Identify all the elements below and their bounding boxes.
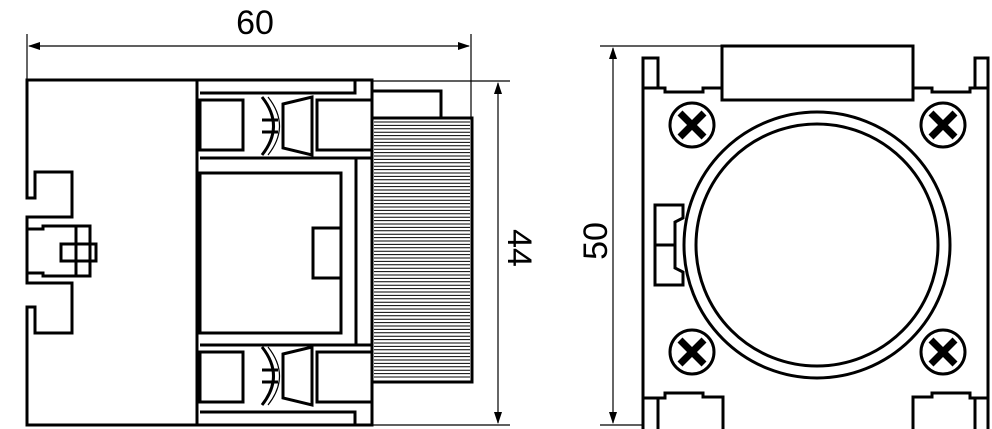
depth-dimension-label: 44 (500, 229, 538, 267)
dimension-height: 50 (577, 45, 722, 426)
dimension-width: 60 (26, 4, 472, 118)
screw-icon (668, 328, 716, 376)
button-face (694, 122, 940, 368)
button-bezel (682, 110, 952, 380)
front-view: 50 (577, 44, 990, 429)
ribbed-actuator (370, 89, 474, 384)
rail-clip (27, 224, 98, 278)
screw-icon (919, 328, 967, 376)
screw-icon (919, 101, 967, 149)
side-view: 60 44 (25, 4, 538, 427)
housing-body (25, 78, 199, 427)
width-dimension-label: 60 (236, 4, 274, 42)
clip-detail (653, 203, 685, 287)
screw-icon (668, 101, 716, 149)
front-housing (641, 56, 990, 429)
contact-block (195, 78, 374, 427)
dimension-depth: 44 (372, 80, 538, 426)
top-label-plate (720, 44, 915, 102)
height-dimension-label: 50 (577, 222, 615, 260)
